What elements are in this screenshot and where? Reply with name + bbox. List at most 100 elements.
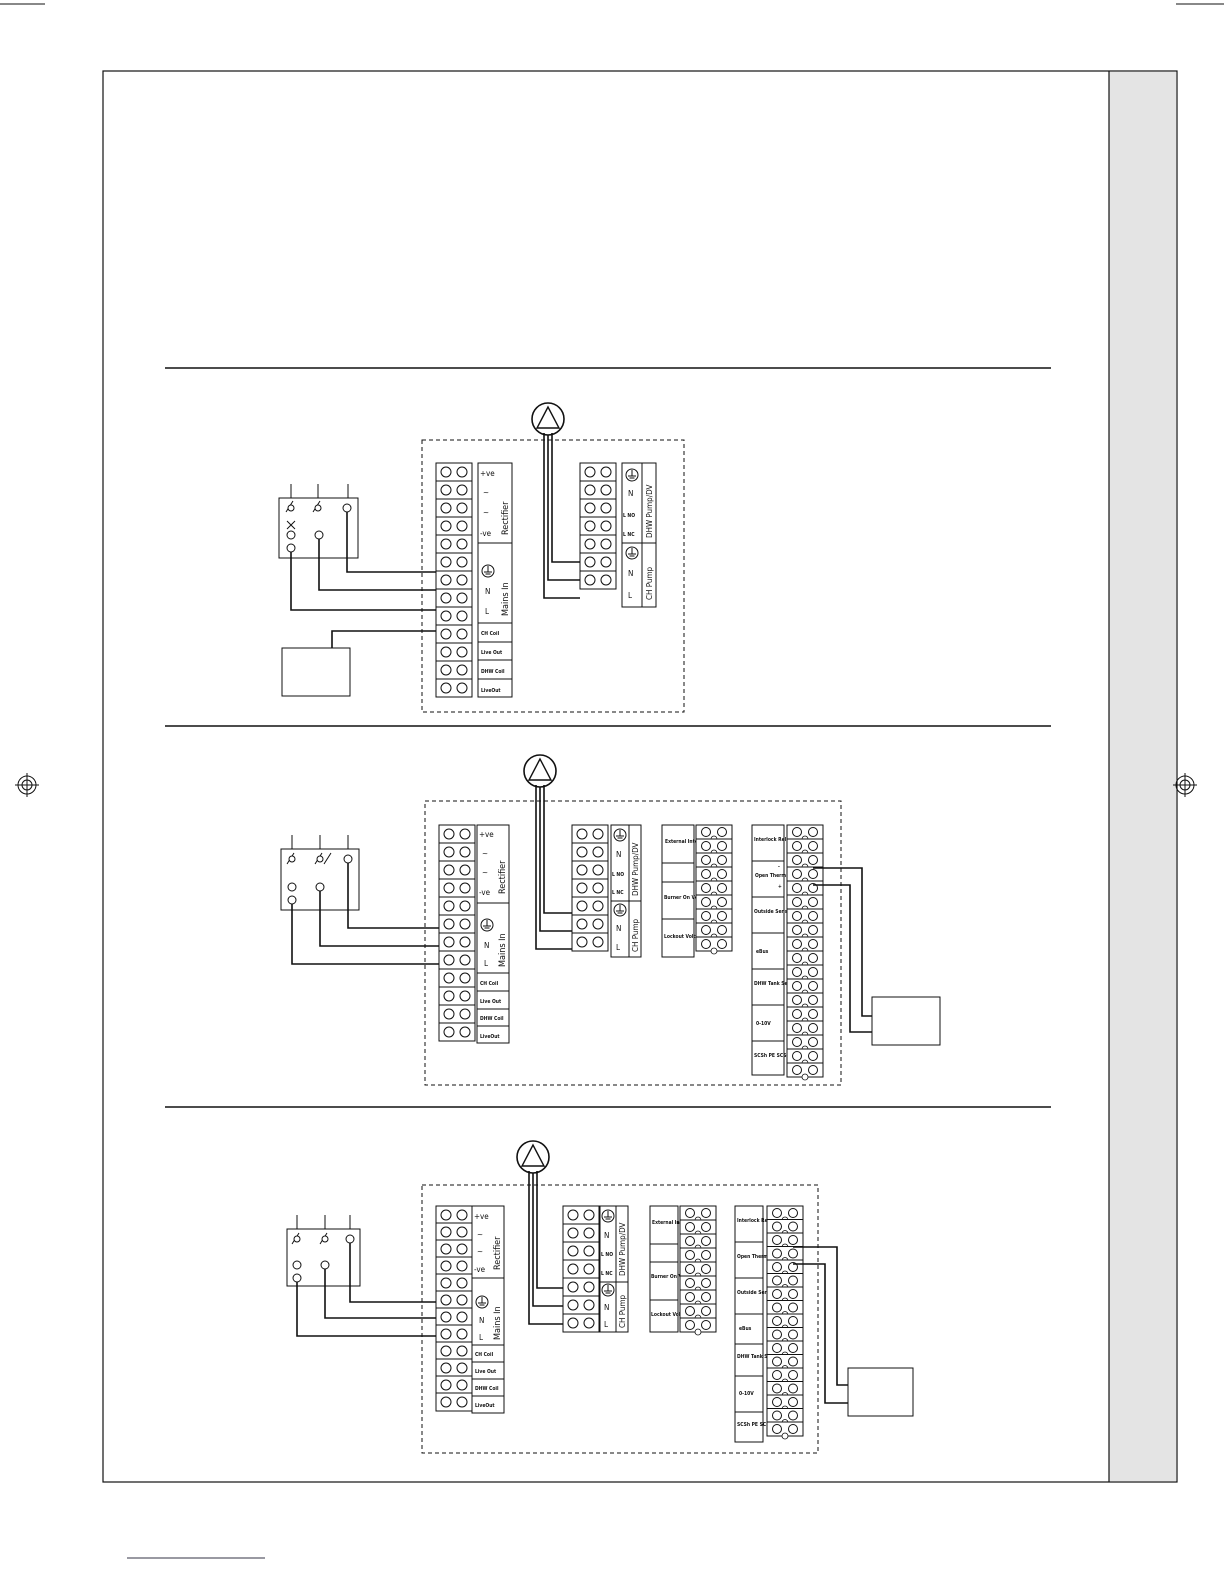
rectifier-plus: +ve	[474, 1212, 489, 1221]
low-voltage-terminal-strip	[766, 1205, 804, 1440]
dhw-coil-label: DHW Coil	[475, 1386, 499, 1392]
live-out-2-label: LiveOut	[480, 1034, 500, 1040]
low-voltage-labels: Interlock Relay Contacts Open Therm Outs…	[751, 824, 816, 1076]
main-terminal-labels: +ve ~ ~ -ve Rectifier N L Mains In CH Co…	[477, 462, 513, 698]
zero-ten-label: 0-10V	[739, 1391, 754, 1397]
controller-box	[871, 996, 941, 1046]
pump-icon	[531, 402, 565, 436]
interlock-relay-label: Interlock Relay Contacts	[754, 837, 816, 843]
pump-wires	[528, 1171, 563, 1325]
dhw-pump-title: DHW Pump/DV	[645, 484, 654, 538]
dhw-pump-title: DHW Pump/DV	[618, 1222, 627, 1276]
live-out-2-label: LiveOut	[481, 688, 501, 694]
zero-ten-label: 0-10V	[756, 1021, 771, 1027]
dhw-coil-label: DHW Coil	[481, 669, 505, 675]
mains-title: Mains In	[493, 1306, 503, 1340]
rectifier-ac: ~	[477, 1247, 483, 1256]
mains-n: N	[479, 1316, 484, 1325]
mains-l: L	[485, 607, 489, 616]
rectifier-title: Rectifier	[498, 860, 508, 894]
main-terminal-strip	[438, 824, 476, 1042]
pump-wires	[543, 433, 580, 599]
rectifier-ac: ~	[477, 1230, 483, 1239]
dhw-coil-label: DHW Coil	[480, 1016, 504, 1022]
main-terminal-strip	[435, 462, 473, 698]
control-wires	[813, 867, 872, 1033]
page-frame	[0, 3, 1224, 1559]
mains-wires	[290, 512, 436, 676]
pump-terminal-labels: N L NO L NC DHW Pump/DV N L CH Pump	[610, 824, 642, 958]
dhw-pump-title: DHW Pump/DV	[631, 842, 640, 896]
rectifier-ac: ~	[482, 868, 488, 877]
dhw-pump-n: N	[628, 489, 633, 498]
live-out-2-label: LiveOut	[475, 1403, 495, 1409]
pump-terminal-strip	[579, 462, 617, 590]
dhw-pump-lno: L NO	[601, 1252, 613, 1258]
pump-icon	[523, 754, 557, 788]
ch-pump-title: CH Pump	[618, 1295, 627, 1329]
rectifier-plus: +ve	[479, 830, 494, 839]
main-terminal-labels: +ve ~ ~ -ve Rectifier N L Mains In CH Co…	[476, 824, 510, 1044]
ch-pump-l: L	[628, 591, 632, 600]
dhw-tank-label: DHW Tank Sensor	[754, 981, 800, 987]
mains-wires	[291, 863, 439, 965]
rectifier-ac: ~	[482, 849, 488, 858]
minus-sign: -	[778, 864, 780, 870]
ch-pump-l: L	[604, 1320, 608, 1329]
live-out-label: Live Out	[480, 999, 502, 1005]
pump-wires	[535, 785, 572, 950]
live-out-label: Live Out	[475, 1369, 497, 1375]
pump-terminal-labels: N L NO L NC DHW Pump/DV N L CH Pump	[621, 462, 657, 608]
ch-coil-label: CH Coil	[480, 981, 499, 987]
pump-terminal-strip	[562, 1205, 600, 1333]
dhw-pump-n: N	[604, 1231, 609, 1240]
plus-sign: +	[778, 884, 782, 890]
rectifier-title: Rectifier	[501, 501, 511, 535]
diagram-1: +ve ~ ~ -ve Rectifier N L Mains In CH Co…	[278, 402, 685, 713]
ch-pump-n: N	[628, 569, 633, 578]
relay-terminal-strip	[695, 824, 733, 955]
switch-icon	[280, 835, 360, 911]
main-terminal-strip	[435, 1205, 473, 1412]
live-out-label: Live Out	[481, 650, 503, 656]
rectifier-ac: ~	[483, 488, 489, 497]
registration-mark-icon	[15, 773, 39, 797]
relay-terminal-strip	[679, 1205, 717, 1336]
control-wires	[793, 1246, 848, 1404]
mains-wires	[296, 1243, 436, 1337]
rectifier-minus: -ve	[480, 529, 492, 538]
switch-icon	[286, 1215, 361, 1287]
controller-box	[847, 1367, 914, 1417]
ch-pump-n: N	[616, 924, 621, 933]
lockout-label: Lockout Volt Free Relay	[664, 934, 724, 940]
rectifier-ac: ~	[483, 508, 489, 517]
dhw-pump-lno: L NO	[623, 513, 635, 519]
mains-l: L	[479, 1333, 483, 1342]
ch-pump-title: CH Pump	[645, 567, 654, 601]
rectifier-plus: +ve	[480, 469, 495, 478]
rectifier-title: Rectifier	[493, 1236, 503, 1270]
dhw-pump-lnc: L NC	[601, 1271, 613, 1277]
ch-coil-label: CH Coil	[475, 1352, 494, 1358]
low-voltage-terminal-strip	[786, 824, 824, 1081]
dhw-pump-lnc: L NC	[623, 532, 635, 538]
dhw-pump-lnc: L NC	[612, 890, 624, 896]
outside-sensor-label: Outside Sensor	[754, 909, 793, 915]
external-interlock-label: External Interlock	[652, 1220, 698, 1226]
ch-pump-n: N	[604, 1303, 609, 1312]
dhw-tank-label: DHW Tank Sensor	[737, 1354, 783, 1360]
mains-title: Mains In	[501, 582, 511, 616]
pump-terminal-labels: N L NO L NC DHW Pump/DV N L CH Pump	[599, 1205, 629, 1333]
open-therm-label: Open Therm	[737, 1254, 768, 1260]
ch-pump-l: L	[616, 943, 620, 952]
outside-sensor-label: Outside Sensor	[737, 1290, 776, 1296]
dhw-pump-lno: L NO	[612, 872, 624, 878]
mains-n: N	[484, 941, 489, 950]
mains-title: Mains In	[498, 933, 508, 967]
ch-pump-title: CH Pump	[631, 919, 640, 953]
mains-n: N	[485, 587, 490, 596]
ch-coil-label: CH Coil	[481, 631, 500, 637]
ebus-label: eBus	[739, 1326, 752, 1332]
main-terminal-labels: +ve ~ ~ -ve Rectifier N L Mains In CH Co…	[471, 1205, 505, 1414]
